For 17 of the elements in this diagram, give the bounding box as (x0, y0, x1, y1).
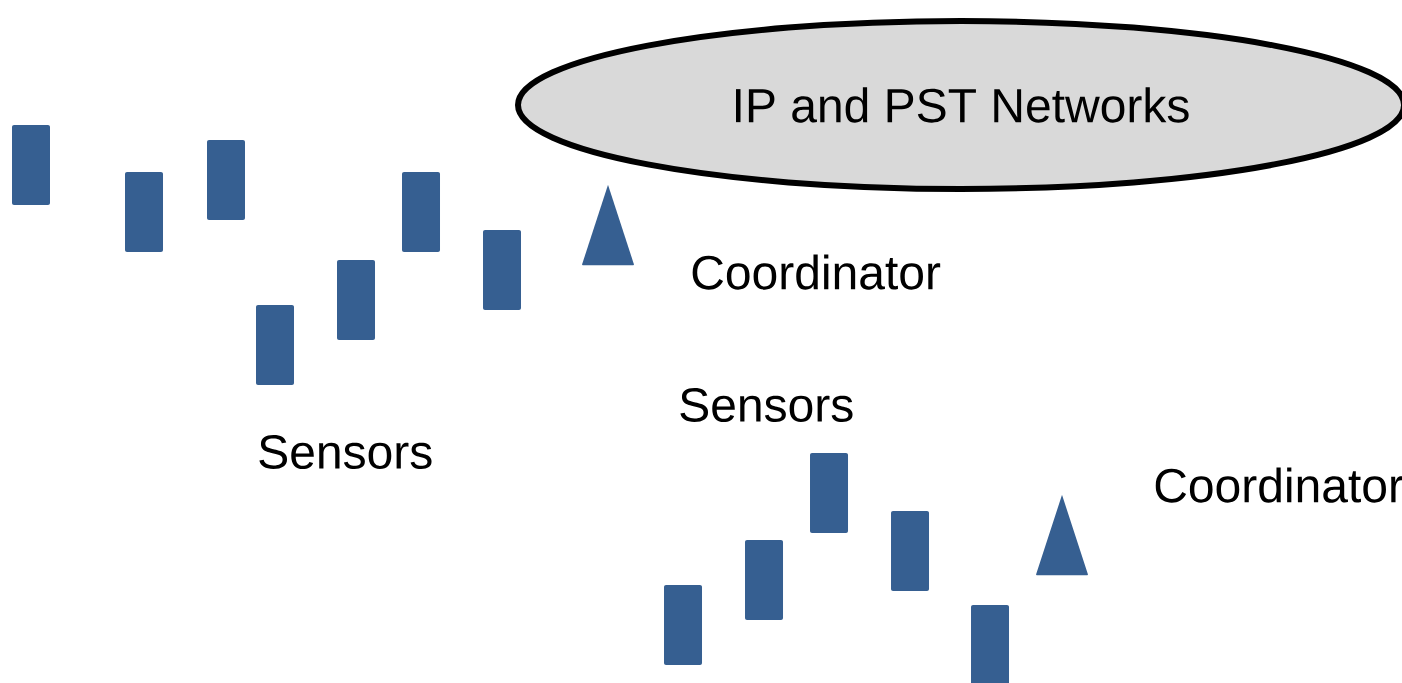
sensor-box (745, 540, 783, 620)
group-label: Sensors (259, 435, 432, 469)
coordinator-triangle (582, 185, 634, 266)
sensor-box (12, 125, 50, 205)
sensor-box (207, 140, 245, 220)
sensor-box (402, 172, 440, 252)
sensor-box (971, 605, 1009, 683)
sensor-box (483, 230, 521, 310)
sensor-box (256, 305, 294, 385)
coordinator-label: Coordinator (692, 254, 941, 290)
coordinator-triangle (1036, 495, 1088, 576)
sensor-box (891, 511, 929, 591)
sensor-box (337, 260, 375, 340)
sensor-box (664, 585, 702, 665)
sensor-box (125, 172, 163, 252)
sensor-box (810, 453, 848, 533)
group-label: Sensors (680, 388, 853, 422)
